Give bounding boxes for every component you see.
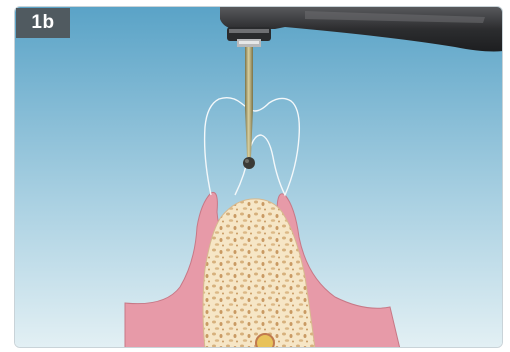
illustration-frame <box>14 6 503 348</box>
dental-illustration <box>15 7 503 348</box>
nerve-canal <box>256 334 274 348</box>
figure-label-badge: 1b <box>16 8 70 38</box>
